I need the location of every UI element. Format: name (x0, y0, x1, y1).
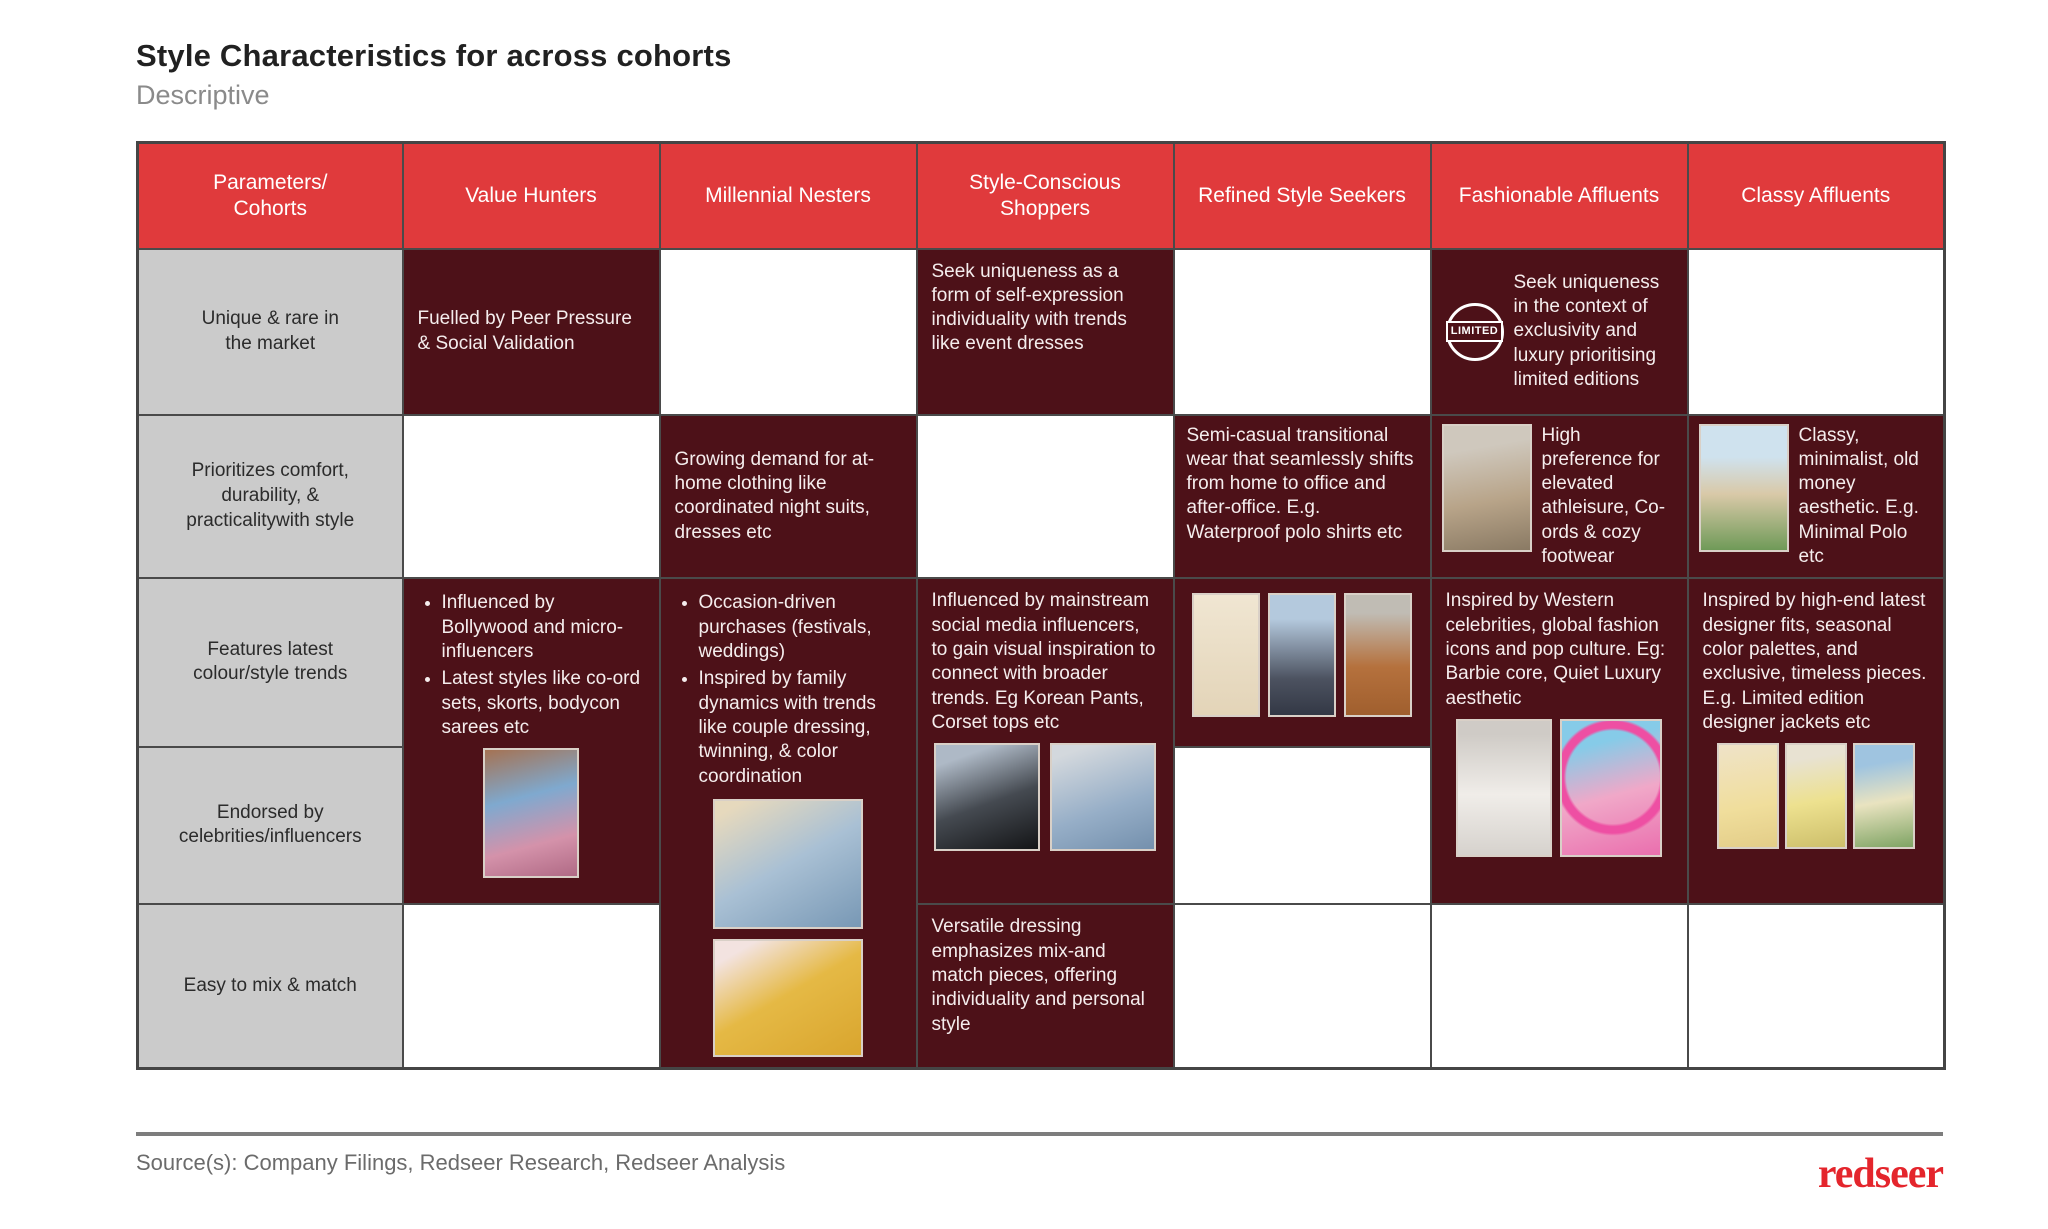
col-header-value-hunters: Value Hunters (401, 141, 661, 250)
photo-couple-denim (713, 798, 863, 929)
row-label-unique-rare: Unique & rare in the market (136, 247, 404, 416)
cell-unique-classy-affluents (1686, 247, 1946, 416)
row-label-comfort: Prioritizes comfort, durability, & pract… (136, 413, 404, 580)
col-header-parameters: Parameters/ Cohorts (136, 141, 404, 250)
row-mix-match: Easy to mix & match Versatile dressing e… (136, 903, 1946, 1070)
page-title: Style Characteristics for across cohorts (136, 38, 732, 73)
page-subtitle: Descriptive (136, 80, 270, 110)
cell-mix-value-hunters (401, 903, 661, 1070)
col-header-classy-affluents: Classy Affluents (1686, 141, 1946, 250)
row-label-trends: Features latest colour/style trends (136, 577, 404, 748)
row-label-endorsed: Endorsed by celebrities/influencers (136, 745, 404, 906)
col-header-millennial-nesters: Millennial Nesters (658, 141, 918, 250)
cell-mix-classy-affluents (1686, 903, 1946, 1070)
bullet-item: Occasion-driven purchases (festivals, we… (699, 591, 902, 664)
cell-text: Classy, minimalist, old money aesthetic.… (1798, 424, 1919, 568)
bullet-item: Latest styles like co-ord sets, skorts, … (442, 667, 645, 740)
photo-black-statement-outfit (934, 743, 1040, 852)
cell-comfort-classy-affluents: Classy, minimalist, old money aesthetic.… (1686, 413, 1946, 580)
cell-text: Seek uniqueness in the context of exclus… (1513, 271, 1660, 390)
footer-divider (136, 1131, 1943, 1136)
row-trends: Features latest colour/style trends Infl… (136, 577, 1946, 1070)
source-note: Source(s): Company Filings, Redseer Rese… (136, 1149, 786, 1175)
limited-edition-stamp-icon: LIMITED (1445, 302, 1504, 361)
redseer-logo: redseer (1817, 1150, 1944, 1197)
col-header-style-conscious-shoppers: Style-Conscious Shoppers (915, 141, 1175, 250)
row-comfort: Prioritizes comfort, durability, & pract… (136, 413, 1946, 580)
photo-barbie-core (1560, 718, 1662, 857)
row-endorsed: Endorsed by celebrities/influencers (136, 745, 1945, 906)
cell-mix-style-conscious: Versatile dressing emphasizes mix-and ma… (915, 903, 1175, 1070)
cell-unique-value-hunters: Fuelled by Peer Pressure & Social Valida… (401, 247, 661, 416)
footer: Source(s): Company Filings, Redseer Rese… (136, 1149, 1944, 1198)
cell-text: Inspired by Western celebrities, global … (1445, 590, 1666, 709)
col-header-fashionable-affluents: Fashionable Affluents (1429, 141, 1689, 250)
cell-comfort-millennial-nesters: Growing demand for at-home clothing like… (658, 413, 918, 580)
photo-designer-yellow-1 (1716, 743, 1779, 850)
bullet-item: Influenced by Bollywood and micro-influe… (442, 591, 645, 664)
report-slide: Style Characteristics for across cohorts… (136, 0, 1946, 1198)
row-label-mix-match: Easy to mix & match (136, 903, 404, 1070)
photo-blazer-look (1268, 593, 1336, 718)
bullet-item: Inspired by family dynamics with trends … (699, 667, 902, 789)
cell-trends-fashionable-affluents: Inspired by Western celebrities, global … (1429, 577, 1689, 906)
header-row: Parameters/ Cohorts Value Hunters Millen… (136, 141, 1946, 250)
cell-endorsed-refined-seekers (1172, 745, 1432, 906)
photo-old-money-polo (1698, 423, 1789, 552)
cell-trends-style-conscious: Influenced by mainstream social media in… (915, 577, 1175, 906)
cell-mix-refined-seekers (1172, 903, 1432, 1070)
photo-rust-coord (1344, 593, 1412, 718)
col-header-refined-style-seekers: Refined Style Seekers (1172, 141, 1432, 250)
bullet-list: Occasion-driven purchases (festivals, we… (675, 591, 902, 789)
photo-denim-jacket (1050, 743, 1156, 852)
cell-mix-fashionable-affluents (1429, 903, 1689, 1070)
photo-athleisure-airport (1441, 423, 1532, 552)
cell-trends-value-hunters: Influenced by Bollywood and micro-influe… (401, 577, 661, 906)
photo-designer-yellow-2 (1784, 743, 1847, 850)
photo-saree-celebrity (483, 748, 579, 879)
cell-trends-millennial-nesters: Occasion-driven purchases (festivals, we… (658, 577, 918, 1070)
cell-unique-fashionable-affluents: LIMITED Seek uniqueness in the context o… (1429, 247, 1689, 416)
cell-comfort-value-hunters (401, 413, 661, 580)
cell-trends-refined-seekers (1172, 577, 1432, 748)
photo-white-dress-celebrity (1456, 718, 1552, 857)
row-unique-rare: Unique & rare in the market Fuelled by P… (136, 247, 1946, 416)
cell-unique-style-conscious: Seek uniqueness as a form of self-expres… (915, 247, 1175, 416)
cell-text: High preference for elevated athleisure,… (1541, 424, 1666, 568)
cell-trends-classy-affluents: Inspired by high-end latest designer fit… (1686, 577, 1946, 906)
cohort-style-table: Parameters/ Cohorts Value Hunters Millen… (136, 141, 1946, 1070)
photo-family-yellow (713, 938, 863, 1057)
photo-white-coord (1192, 593, 1260, 718)
bullet-list: Influenced by Bollywood and micro-influe… (418, 591, 645, 740)
cell-comfort-refined-seekers: Semi-casual transitional wear that seaml… (1172, 413, 1432, 580)
cell-unique-millennial-nesters (658, 247, 918, 416)
photo-designer-yellow-3 (1852, 743, 1915, 850)
cell-comfort-fashionable-affluents: High preference for elevated athleisure,… (1429, 413, 1689, 580)
cell-text: Inspired by high-end latest designer fit… (1702, 590, 1927, 733)
cell-text: Influenced by mainstream social media in… (931, 590, 1156, 733)
cell-comfort-style-conscious (915, 413, 1175, 580)
cell-unique-refined-seekers (1172, 247, 1432, 416)
